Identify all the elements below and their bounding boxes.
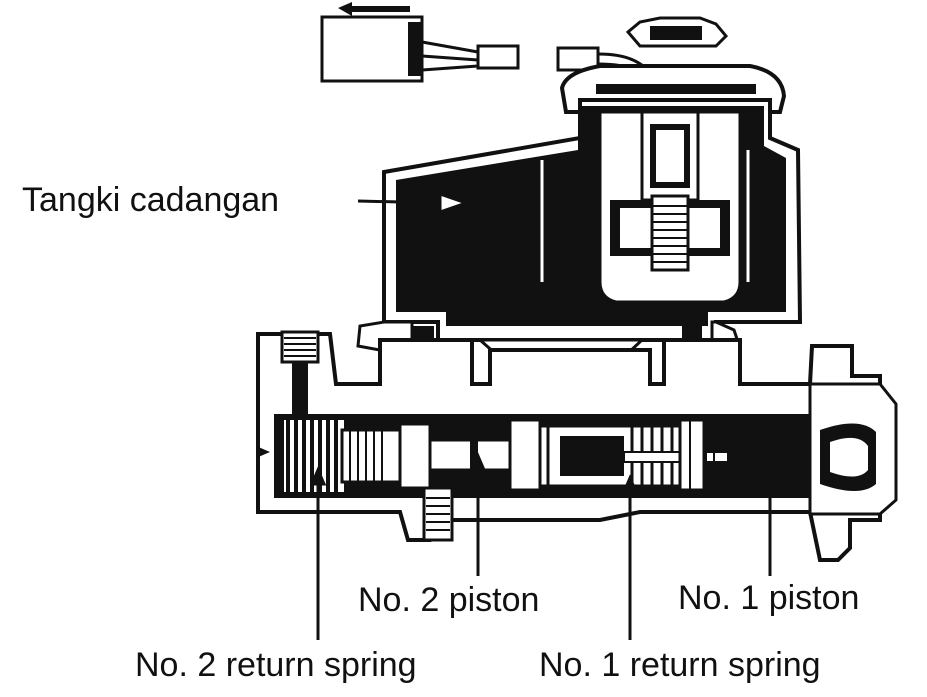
wire-connector [320, 2, 669, 90]
reservoir-cap [559, 16, 787, 114]
no1-return-spring [508, 418, 729, 492]
no2-piston [340, 422, 514, 490]
label-no2-return-spring: No. 2 return spring [135, 646, 417, 684]
leader-lines [309, 191, 779, 640]
label-no2-piston: No. 2 piston [358, 581, 540, 619]
reservoir-tank [382, 98, 803, 342]
label-reservoir-tank: Tangki cadangan [22, 181, 280, 219]
no1-piston [678, 418, 706, 492]
label-no1-return-spring: No. 1 return spring [539, 646, 821, 684]
label-no1-piston: No. 1 piston [678, 579, 860, 617]
